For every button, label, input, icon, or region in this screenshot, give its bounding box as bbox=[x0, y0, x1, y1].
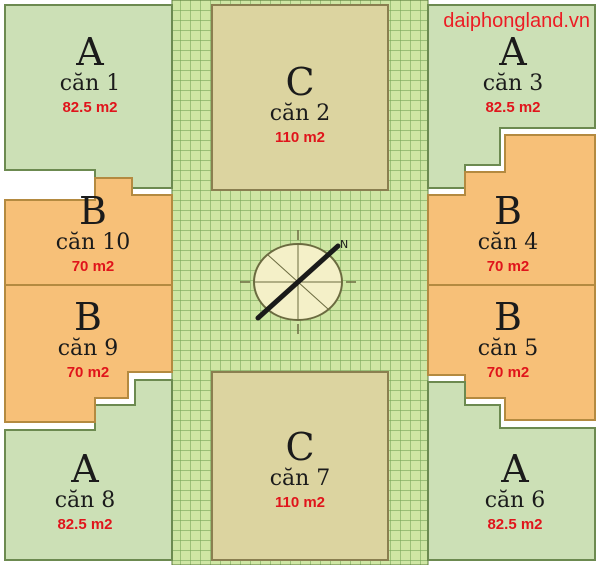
watermark: daiphongland.vn bbox=[443, 10, 590, 32]
unit-10-shape bbox=[4, 177, 173, 286]
unit-9-shape bbox=[4, 284, 173, 423]
unit-6-shape bbox=[427, 381, 596, 561]
unit-5-shape bbox=[427, 284, 596, 421]
unit-2-shape bbox=[211, 4, 389, 191]
unit-1-shape bbox=[4, 4, 173, 189]
unit-7-shape bbox=[211, 371, 389, 561]
compass-north-label: N bbox=[340, 238, 348, 251]
compass-icon: N bbox=[240, 230, 356, 334]
unit-3-shape bbox=[427, 4, 596, 189]
